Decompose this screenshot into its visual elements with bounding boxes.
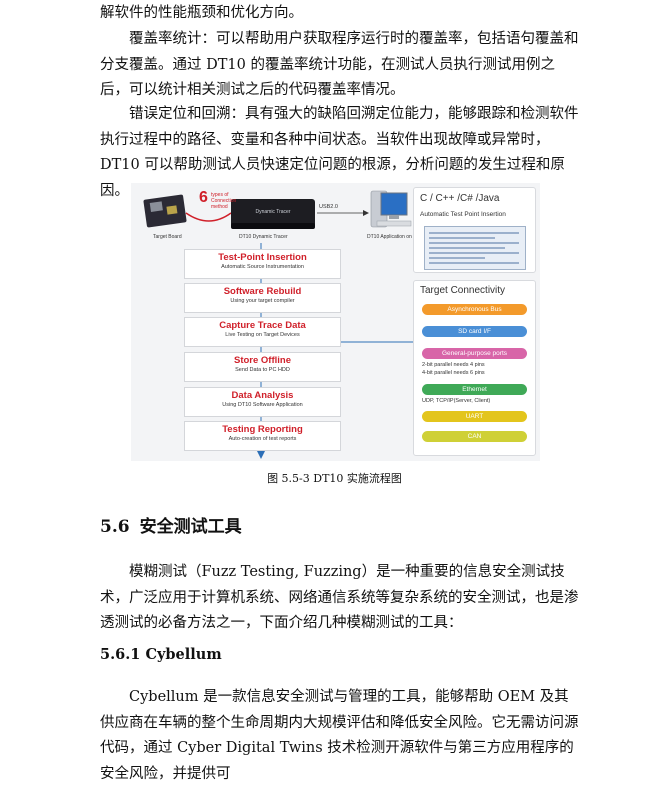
connectivity-title: Target Connectivity xyxy=(420,285,506,296)
stage-title: Test-Point Insertion xyxy=(218,252,307,263)
para-cybellum: Cybellum 是一款信息安全测试与管理的工具，能够帮助 OEM 及其供应商在… xyxy=(100,689,579,782)
connection-types-text: types of Connection method xyxy=(211,192,236,210)
para-error-location: 错误定位和回溯：具有强大的缺陷回溯定位能力，能够跟踪和检测软件执行过程中的路径、… xyxy=(100,106,579,199)
stage-title: Testing Reporting xyxy=(222,424,303,435)
six-text-line-2: Connection xyxy=(211,198,237,204)
conn-can: CAN xyxy=(422,431,527,442)
six-text-line-3: method xyxy=(211,204,228,210)
stage-data-analysis: Data Analysis Using DT10 Software Applic… xyxy=(184,387,341,417)
figure-graphics: Dynamic Tracer xyxy=(143,190,414,459)
stage-title: Software Rebuild xyxy=(223,286,302,297)
stage-testing-reporting: Testing Reporting Auto-creation of test … xyxy=(184,421,341,451)
para-fuzz-testing: 模糊测试（Fuzz Testing, Fuzzing）是一种重要的信息安全测试技… xyxy=(100,564,579,631)
code-screenshot-image xyxy=(424,226,526,270)
connection-count: 6 xyxy=(199,189,208,206)
stage-subtitle: Live Testing on Target Devices xyxy=(225,332,300,338)
section-heading: 5.6 安全测试工具 xyxy=(100,512,242,537)
conn-general-purpose-ports: General-purpose ports xyxy=(422,348,527,359)
ethernet-note: UDP, TCP/IP(Server, Client) xyxy=(422,398,491,404)
subsection-heading: 5.6.1 Cybellum xyxy=(100,646,222,663)
subsection-title: Cybellum xyxy=(145,646,222,663)
target-connectivity-panel: Target Connectivity Asynchronous Bus SD … xyxy=(413,280,536,456)
languages-title: C / C++ /C# /Java xyxy=(420,193,500,204)
tracer-label: DT10 Dynamic Tracer xyxy=(239,234,288,240)
conn-uart: UART xyxy=(422,411,527,422)
stage-store-offline: Store Offline Send Data to PC HDD xyxy=(184,352,341,382)
languages-subtitle: Automatic Test Point Insertion xyxy=(420,211,506,218)
stage-subtitle: Send Data to PC HDD xyxy=(235,367,290,373)
para-coverage: 覆盖率统计：可以帮助用户获取程序运行时的覆盖率，包括语句覆盖和分支覆盖。通过 D… xyxy=(100,31,579,98)
stage-software-rebuild: Software Rebuild Using your target compi… xyxy=(184,283,341,313)
conn-sd-card: SD card I/F xyxy=(422,326,527,337)
stage-subtitle: Using DT10 Software Application xyxy=(222,402,303,408)
stage-test-point-insertion: Test-Point Insertion Automatic Source In… xyxy=(184,249,341,279)
pc-label: DT10 Application on PC xyxy=(367,234,421,240)
figure-caption: 图 5.5-3 DT10 实施流程图 xyxy=(267,472,402,485)
conn-asynchronous-bus: Asynchronous Bus xyxy=(422,304,527,315)
conn-ethernet: Ethernet xyxy=(422,384,527,395)
pc-image xyxy=(370,190,412,228)
stage-subtitle: Using your target compiler xyxy=(230,298,295,304)
stage-title: Store Offline xyxy=(233,355,291,366)
section-number: 5.6 xyxy=(100,517,130,537)
stage-title: Capture Trace Data xyxy=(219,320,306,331)
gp-note-1: 2-bit parallel needs 4 pins xyxy=(422,362,485,368)
target-board-image xyxy=(143,194,187,228)
stage-capture-trace-data: Capture Trace Data Live Testing on Targe… xyxy=(184,317,341,347)
section-title: 安全测试工具 xyxy=(139,517,242,537)
stage-title: Data Analysis xyxy=(231,390,294,401)
stage-subtitle: Auto-creation of test reports xyxy=(228,436,297,442)
dynamic-tracer-image: Dynamic Tracer xyxy=(231,199,315,229)
dt10-flow-figure: Dynamic Tracer 6 types of Connection met… xyxy=(131,183,540,461)
tracer-device-label: Dynamic Tracer xyxy=(255,209,290,215)
gp-note-2: 4-bit parallel needs 6 pins xyxy=(422,370,485,376)
para-performance-tail: 解软件的性能瓶颈和优化方向。 xyxy=(100,5,303,21)
six-text-line-1: types of xyxy=(211,192,229,198)
stage-subtitle: Automatic Source Instrumentation xyxy=(221,264,304,270)
usb-label: USB2.0 xyxy=(319,204,338,210)
subsection-number: 5.6.1 xyxy=(100,646,141,663)
languages-panel: C / C++ /C# /Java Automatic Test Point I… xyxy=(413,187,536,273)
target-board-label: Target Board xyxy=(153,234,182,240)
